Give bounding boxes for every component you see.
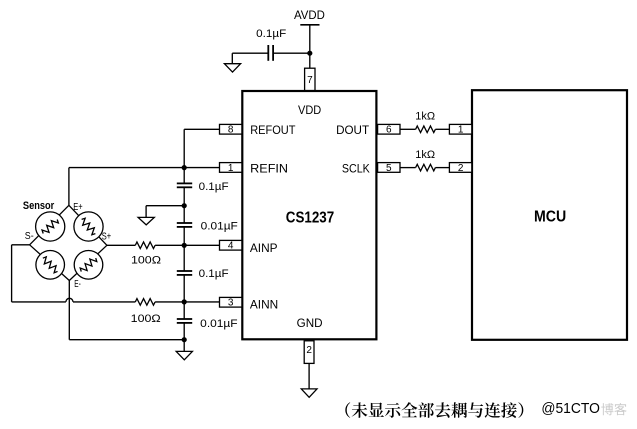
svg-text:5: 5 [386,163,392,174]
svg-text:MCU: MCU [534,209,566,226]
svg-text:0.1µF: 0.1µF [256,28,286,40]
svg-text:DOUT: DOUT [336,125,369,137]
svg-text:2: 2 [458,163,464,174]
svg-text:SCLK: SCLK [342,163,370,175]
svg-text:AINP: AINP [250,243,278,255]
svg-text:AINN: AINN [250,300,278,312]
svg-text:1: 1 [228,163,234,174]
svg-text:1kΩ: 1kΩ [415,149,435,161]
svg-text:@51CTO: @51CTO [541,401,600,417]
svg-text:100Ω: 100Ω [131,313,161,325]
svg-text:2: 2 [306,345,312,356]
svg-text:REFIN: REFIN [250,163,288,175]
svg-text:0.01µF: 0.01µF [201,221,238,233]
svg-text:S+: S+ [102,232,112,243]
svg-text:Sensor: Sensor [23,200,54,212]
svg-text:REFOUT: REFOUT [250,125,295,137]
svg-text:1kΩ: 1kΩ [415,111,435,123]
svg-text:1: 1 [458,125,464,136]
svg-text:100Ω: 100Ω [131,255,161,267]
svg-text:8: 8 [228,125,234,136]
svg-text:0.1µF: 0.1µF [199,268,229,280]
svg-text:E-: E- [74,279,81,290]
svg-text:E+: E+ [73,202,83,213]
svg-text:7: 7 [307,75,313,86]
svg-text:0.1µF: 0.1µF [199,181,229,193]
svg-text:6: 6 [386,125,392,136]
svg-text:0.01µF: 0.01µF [200,318,237,330]
svg-text:3: 3 [228,298,234,309]
svg-text:AVDD: AVDD [294,8,325,22]
svg-text:CS1237: CS1237 [286,209,334,226]
svg-text:VDD: VDD [298,104,321,117]
svg-text:S-: S- [25,231,34,242]
svg-text:4: 4 [228,241,234,252]
svg-text:GND: GND [297,317,323,330]
